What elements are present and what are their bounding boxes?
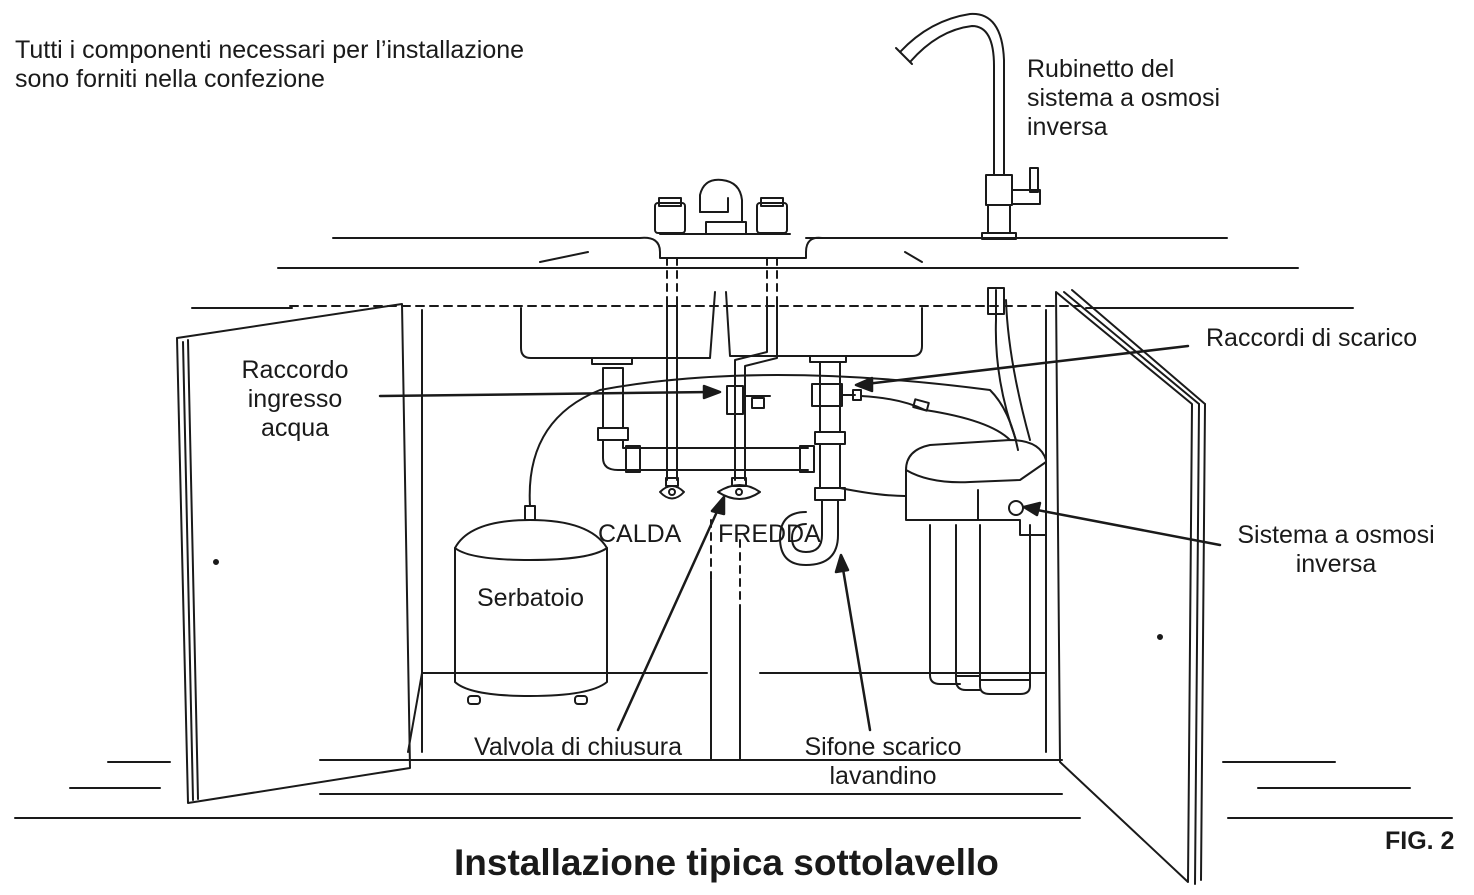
label-shutoff-valve: Valvola di chiusura bbox=[474, 733, 682, 761]
label-water-inlet-line-1: Raccordo bbox=[241, 356, 349, 384]
label-sink-trap-line-2: lavandino bbox=[829, 762, 937, 790]
supply-pipes bbox=[659, 299, 778, 500]
figure-id: FIG. 2 bbox=[1385, 827, 1455, 855]
label-drain-fittings: Raccordi di scarico bbox=[1206, 324, 1418, 352]
sink-faucet bbox=[654, 178, 791, 235]
label-ro-faucet: Rubinetto del sistema a osmosi inversa bbox=[1027, 55, 1220, 142]
label-tank: Serbatoio bbox=[477, 584, 585, 612]
label-ro-system: Sistema a osmosi inversa bbox=[1220, 521, 1452, 579]
label-ro-system-line-1: Sistema a osmosi bbox=[1237, 521, 1435, 549]
label-water-inlet-line-3: acqua bbox=[260, 414, 330, 442]
label-ro-system-line-2: inversa bbox=[1295, 550, 1377, 578]
pointer-arrows bbox=[378, 344, 1222, 732]
label-hot: CALDA bbox=[598, 520, 682, 548]
right-door bbox=[1055, 289, 1206, 885]
label-water-inlet: Raccordo ingresso acqua bbox=[220, 356, 370, 443]
label-water-inlet-line-2: ingresso bbox=[247, 385, 343, 413]
label-cold: FREDDA bbox=[718, 520, 821, 548]
countertop bbox=[277, 236, 1299, 269]
intro-line-1: Tutti i componenti necessari per l’insta… bbox=[15, 36, 525, 64]
ro-unit bbox=[905, 439, 1047, 695]
drain-assembly bbox=[597, 361, 862, 566]
label-sink-trap-line-1: Sifone scarico bbox=[804, 733, 962, 761]
label-ro-faucet-line-2: sistema a osmosi bbox=[1027, 84, 1221, 112]
intro-text: Tutti i componenti necessari per l’insta… bbox=[15, 36, 524, 94]
ro-faucet bbox=[895, 12, 1041, 240]
label-sink-trap: Sifone scarico lavandino bbox=[780, 733, 986, 791]
storage-tank bbox=[454, 505, 608, 705]
intro-line-2: sono forniti nella confezione bbox=[15, 65, 325, 93]
left-door bbox=[176, 303, 411, 804]
figure-caption: Installazione tipica sottolavello bbox=[454, 842, 999, 883]
label-ro-faucet-line-1: Rubinetto del bbox=[1027, 55, 1175, 83]
label-ro-faucet-line-3: inversa bbox=[1027, 113, 1108, 141]
ro-tubing bbox=[528, 287, 1031, 507]
sink-basins bbox=[520, 291, 923, 365]
